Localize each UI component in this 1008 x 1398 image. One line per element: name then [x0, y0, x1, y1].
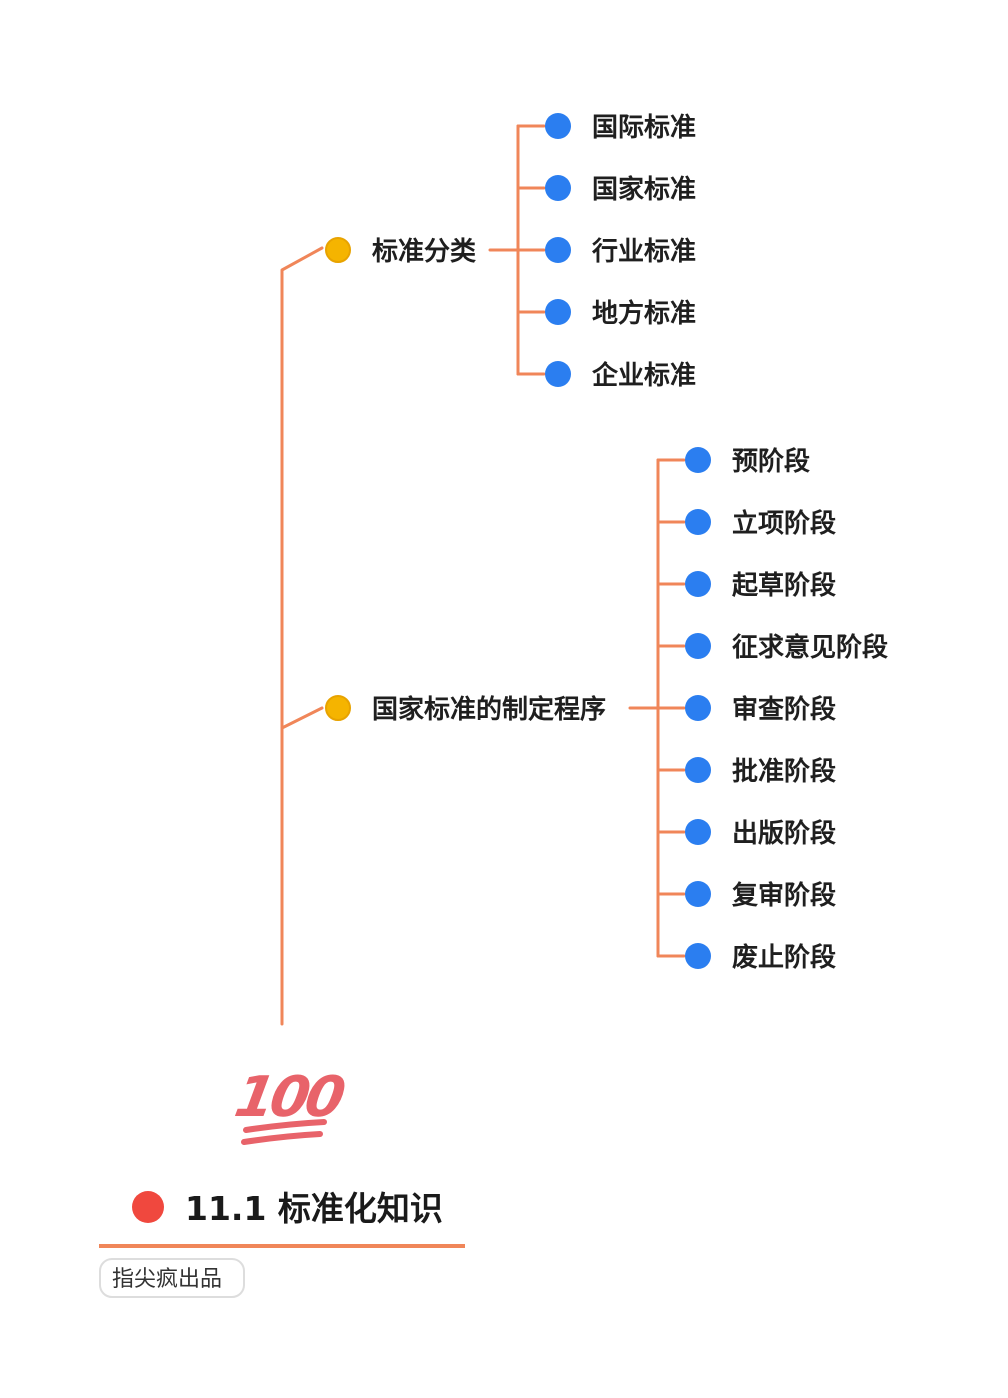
leaf-label: 立项阶段 [732, 508, 836, 539]
leaf-label: 预阶段 [732, 446, 810, 477]
footer-tag-box [99, 1258, 245, 1298]
connector-lines [280, 124, 686, 1026]
leaf-dot [545, 175, 571, 201]
leaf-label: 征求意见阶段 [732, 632, 888, 663]
leaf-dot [685, 509, 711, 535]
leaf-node[interactable]: 复审阶段 [685, 880, 836, 911]
leaf-node[interactable]: 预阶段 [685, 446, 810, 477]
leaf-dot [685, 571, 711, 597]
branch-dot [325, 695, 351, 721]
leaf-node[interactable]: 国家标准 [545, 174, 696, 205]
connector-line [280, 706, 324, 730]
leaf-label: 出版阶段 [732, 818, 836, 849]
leaf-label: 审查阶段 [732, 694, 836, 725]
root-title: 11.1 标准化知识 [185, 1189, 443, 1228]
leaf-node[interactable]: 立项阶段 [685, 508, 836, 539]
leaf-node[interactable]: 征求意见阶段 [685, 632, 888, 663]
leaf-dot [685, 633, 711, 659]
leaf-dot [685, 819, 711, 845]
leaf-label: 起草阶段 [732, 570, 836, 601]
leaf-label: 行业标准 [591, 236, 696, 267]
leaf-node[interactable]: 国际标准 [545, 113, 696, 143]
leaf-dot [685, 943, 711, 969]
leaf-label: 废止阶段 [732, 942, 836, 973]
leaf-label: 企业标准 [592, 360, 696, 391]
root-node[interactable]: 11.1 标准化知识 [99, 1189, 465, 1248]
leaf-node[interactable]: 地方标准 [545, 298, 696, 329]
leaf-dot [685, 695, 711, 721]
leaf-dot [545, 361, 571, 387]
branch-label: 国家标准的制定程序 [372, 694, 606, 725]
leaf-dot [685, 881, 711, 907]
leaf-node[interactable]: 废止阶段 [685, 942, 836, 973]
branch-label: 标准分类 [372, 237, 476, 267]
connector-line [280, 246, 324, 1026]
leaf-node[interactable]: 出版阶段 [685, 818, 836, 849]
branch-node-national-standard-procedure[interactable]: 国家标准的制定程序 [325, 694, 606, 725]
footer-tag: 指尖疯出品 [99, 1258, 245, 1298]
leaf-label: 复审阶段 [732, 880, 836, 911]
root-dot [132, 1191, 164, 1223]
leaf-node[interactable]: 批准阶段 [685, 756, 836, 787]
leaf-dot [685, 757, 711, 783]
root-underline [99, 1244, 465, 1248]
leaf-label: 国际标准 [592, 113, 696, 143]
leaf-label: 批准阶段 [732, 756, 836, 787]
branch-node-standard-classification[interactable]: 标准分类 [325, 237, 476, 267]
leaf-dot [685, 447, 711, 473]
leaf-node[interactable]: 行业标准 [545, 236, 696, 267]
leaf-node[interactable]: 起草阶段 [685, 570, 836, 601]
footer-tag-label: 指尖疯出品 [112, 1267, 222, 1292]
leaf-dot [545, 237, 571, 263]
leaf-label: 国家标准 [592, 174, 696, 205]
hundred-points-icon: 100 [230, 1065, 349, 1145]
leaf-node[interactable]: 企业标准 [545, 360, 696, 391]
leaf-node[interactable]: 审查阶段 [685, 694, 836, 725]
branch-dot [325, 237, 351, 263]
leaf-dot [545, 299, 571, 325]
leaf-dot [545, 113, 571, 139]
svg-text:100: 100 [230, 1065, 349, 1130]
leaf-label: 地方标准 [592, 298, 696, 329]
